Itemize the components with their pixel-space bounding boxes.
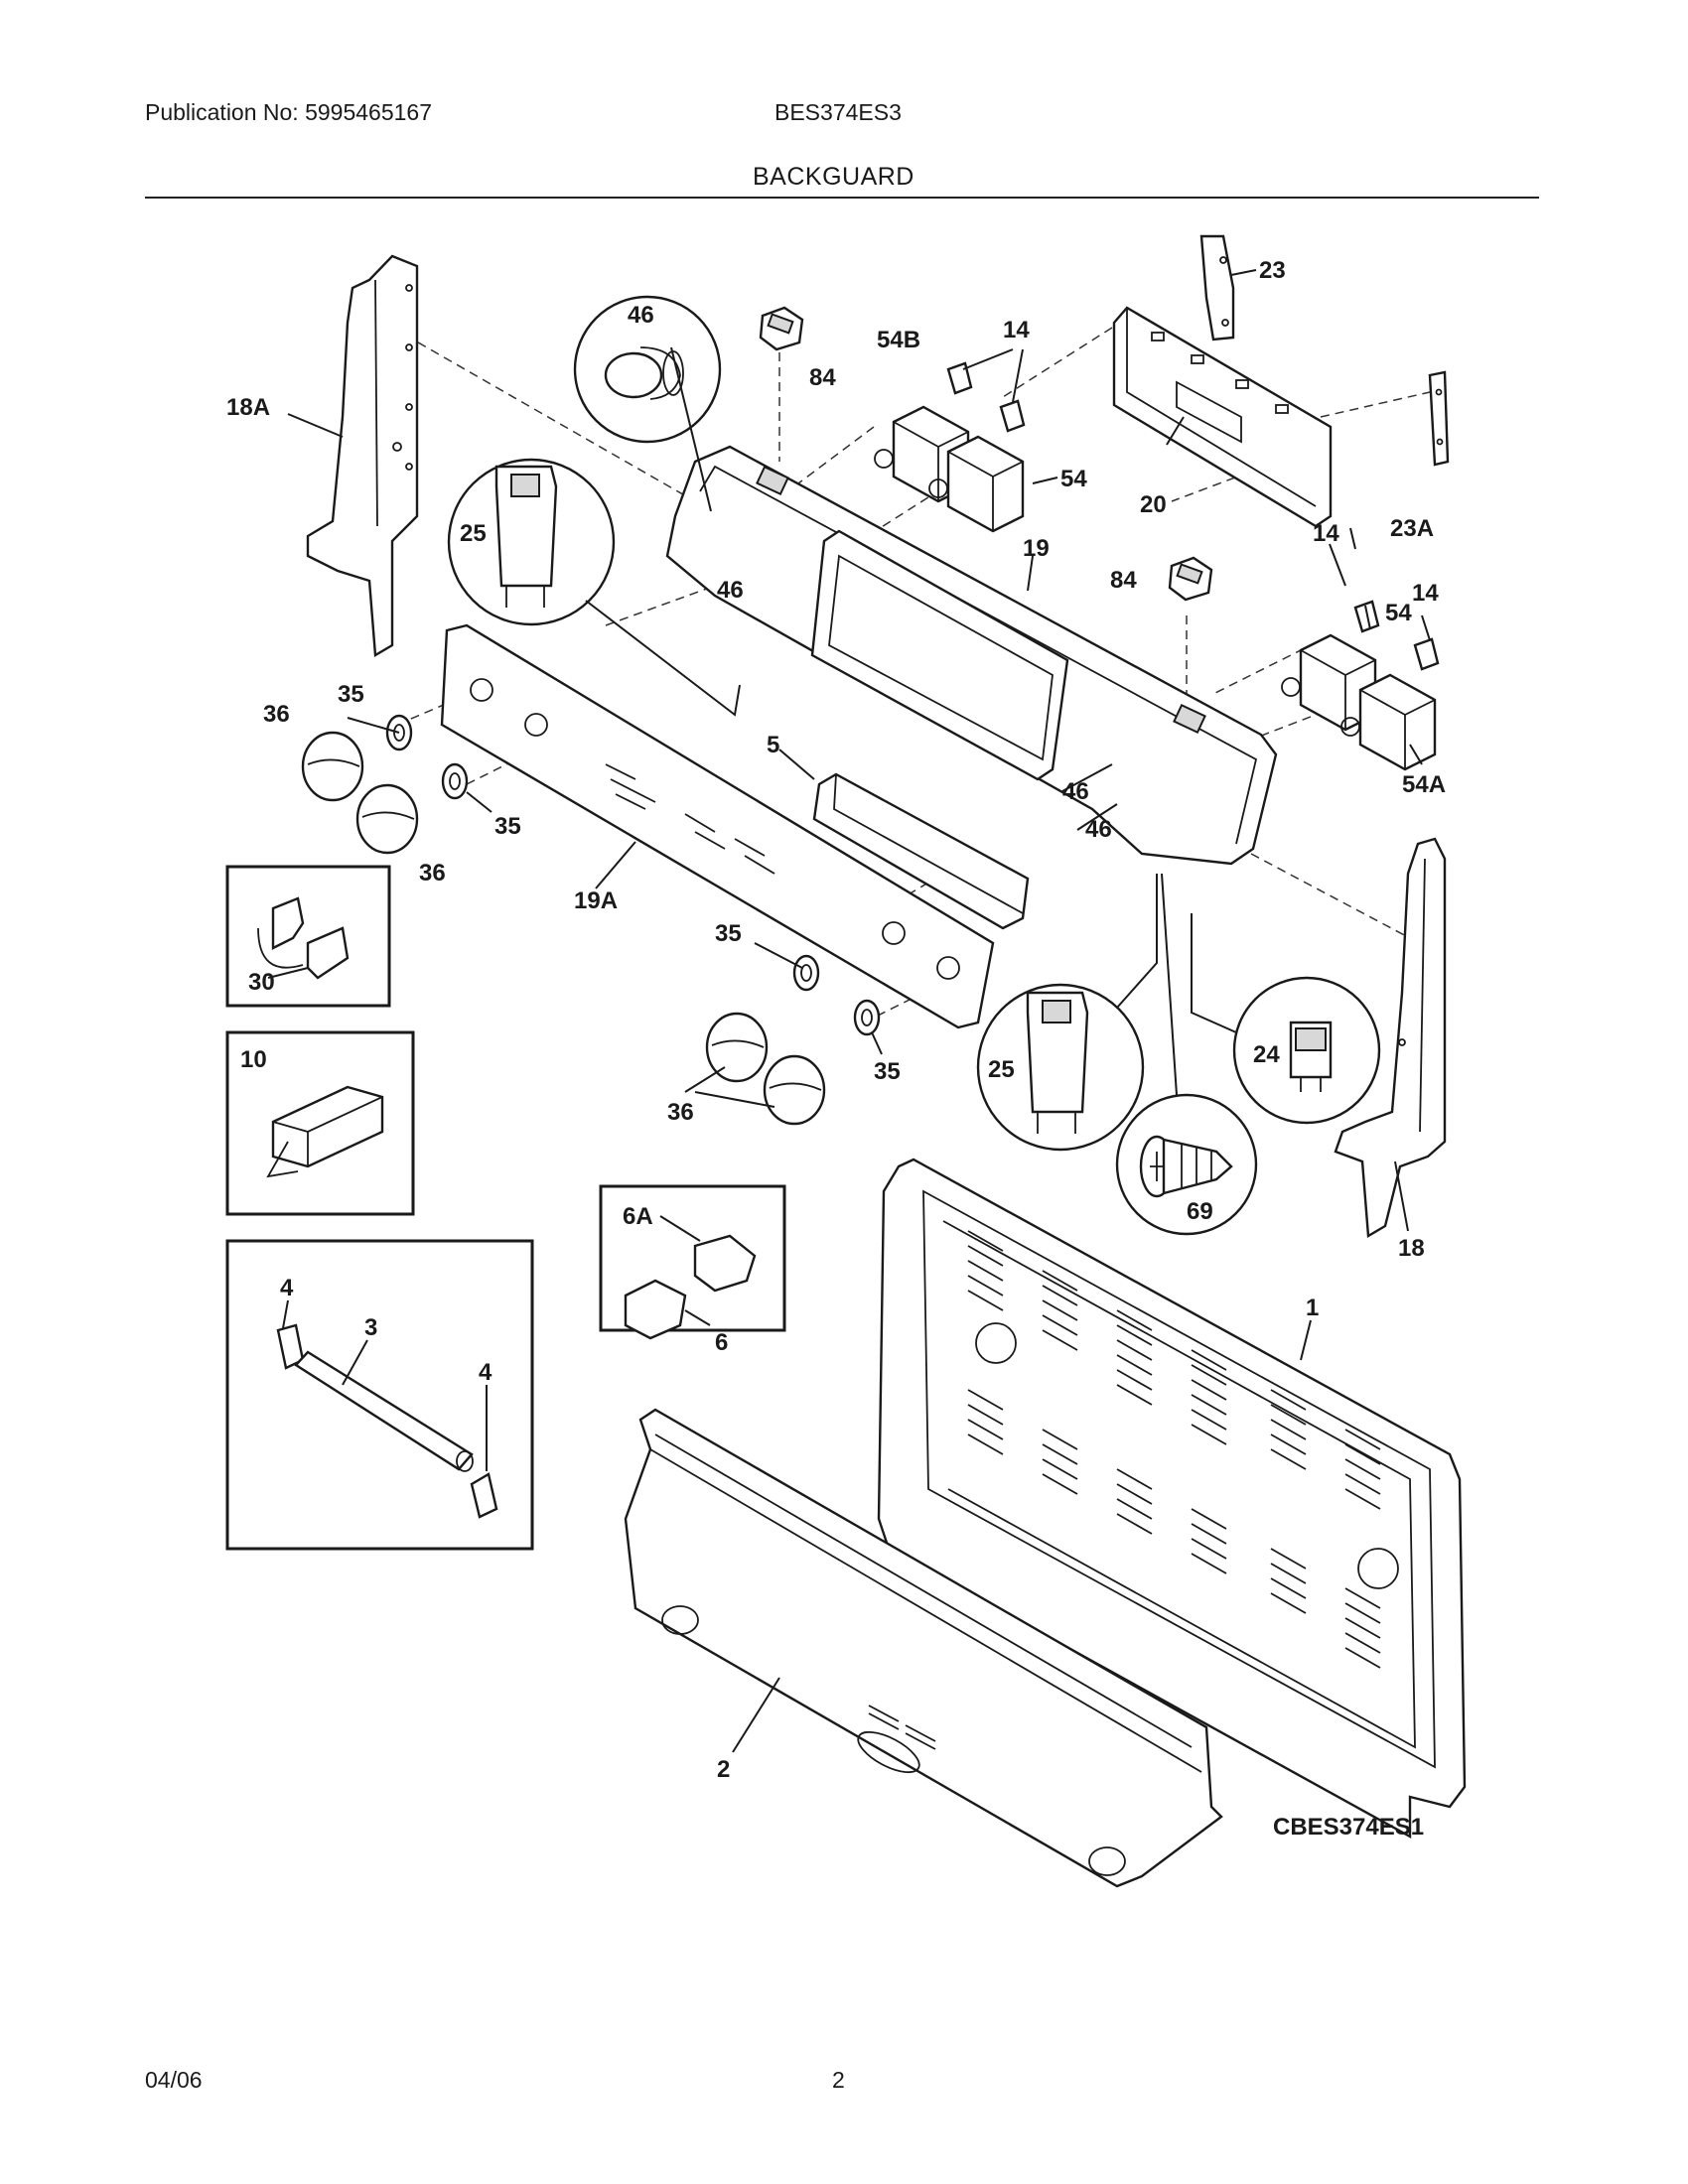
callout-18A: 18A [226, 394, 270, 421]
callout-14-right: 14 [1412, 580, 1439, 607]
section-title: BACKGUARD [753, 163, 914, 191]
callout-3: 3 [364, 1314, 377, 1341]
knob-36-b [355, 783, 419, 855]
callout-labels: 18A 46 84 54B 14 23 20 23A 54 25 46 19 8… [226, 257, 1446, 1841]
publication-number: Publication No: 5995465167 [145, 99, 433, 125]
end-bracket-right [1334, 837, 1447, 1239]
detail-circle-46 [573, 295, 722, 444]
model-number: BES374ES3 [774, 99, 902, 125]
switch-54A [1340, 673, 1437, 771]
callout-24: 24 [1253, 1041, 1280, 1068]
knob-36-c [705, 1012, 769, 1083]
callout-36-b: 36 [419, 860, 446, 887]
inset-box-30 [225, 865, 391, 1008]
end-bracket-left [306, 254, 419, 658]
bracket-23A [1428, 370, 1450, 467]
callout-84-lower: 84 [1110, 567, 1137, 594]
callout-1: 1 [1306, 1295, 1319, 1321]
detail-leaders [585, 600, 1237, 1096]
back-panel-1 [877, 1158, 1467, 1840]
diagram-code: CBES374ES1 [1273, 1814, 1424, 1841]
callout-23: 23 [1259, 257, 1286, 284]
control-module-20 [1112, 306, 1333, 528]
callout-54-lower: 54 [1385, 600, 1412, 626]
detail-circle-25-lower [976, 983, 1145, 1152]
terminal-14-group [946, 361, 1440, 671]
callout-4-lower: 4 [479, 1359, 492, 1386]
callout-35-a: 35 [338, 681, 364, 708]
callout-25-lower: 25 [988, 1056, 1015, 1083]
callout-35-b: 35 [494, 813, 521, 840]
callout-36-a: 36 [263, 701, 290, 728]
callout-18: 18 [1398, 1235, 1425, 1262]
callout-30: 30 [248, 969, 275, 996]
callout-leaders [267, 269, 1431, 1753]
callout-46-mid: 46 [1062, 778, 1089, 805]
callout-54A: 54A [1402, 771, 1446, 798]
detail-circle-25-upper [447, 458, 616, 626]
footer-page-number: 2 [832, 2067, 845, 2093]
knob-36-d [763, 1054, 826, 1126]
callout-84-upper: 84 [809, 364, 836, 391]
lamp-socket-84-b [1168, 556, 1213, 602]
control-panel-19A [440, 623, 995, 1029]
callout-46-upper: 46 [717, 577, 744, 604]
switch-54-lower [1281, 633, 1377, 732]
lamp-socket-84-a [759, 306, 804, 351]
callout-54B: 54B [877, 327, 920, 353]
inset-box-6 [599, 1184, 786, 1340]
bezel-35-group [385, 714, 881, 1036]
knob-36-a [301, 731, 364, 802]
callout-20: 20 [1140, 491, 1167, 518]
callout-4-upper: 4 [280, 1275, 294, 1301]
switch-54-upper [928, 435, 1025, 533]
lower-panel-2 [624, 1408, 1223, 1888]
louvers [967, 1230, 1381, 1669]
callout-2: 2 [717, 1756, 730, 1783]
inset-box-3-4 [225, 1239, 534, 1551]
detail-circle-69 [1115, 1093, 1258, 1236]
callout-35-c: 35 [715, 920, 742, 947]
callout-19A: 19A [574, 887, 618, 914]
callout-35-d: 35 [874, 1058, 901, 1085]
detail-circle-24 [1232, 976, 1381, 1125]
callout-6: 6 [715, 1329, 728, 1356]
backguard-housing-19 [665, 445, 1278, 866]
header-rule [145, 197, 1539, 199]
callout-6A: 6A [623, 1203, 653, 1230]
callout-10: 10 [240, 1046, 267, 1073]
bracket-23 [1199, 234, 1235, 341]
callout-46-lower: 46 [1085, 816, 1112, 843]
callout-19: 19 [1023, 535, 1050, 562]
callout-5: 5 [767, 732, 779, 758]
callout-46-detail: 46 [628, 302, 654, 329]
callout-25-upper: 25 [460, 520, 487, 547]
callout-54-upper: 54 [1060, 466, 1087, 492]
callout-69: 69 [1187, 1198, 1213, 1225]
callout-36-c: 36 [667, 1099, 694, 1126]
callout-14-mid: 14 [1313, 520, 1339, 547]
inset-box-10 [225, 1030, 415, 1216]
callout-23A: 23A [1390, 515, 1434, 542]
footer-date: 04/06 [145, 2067, 203, 2093]
callout-14-upper: 14 [1003, 317, 1030, 343]
trim-5 [812, 772, 1030, 930]
